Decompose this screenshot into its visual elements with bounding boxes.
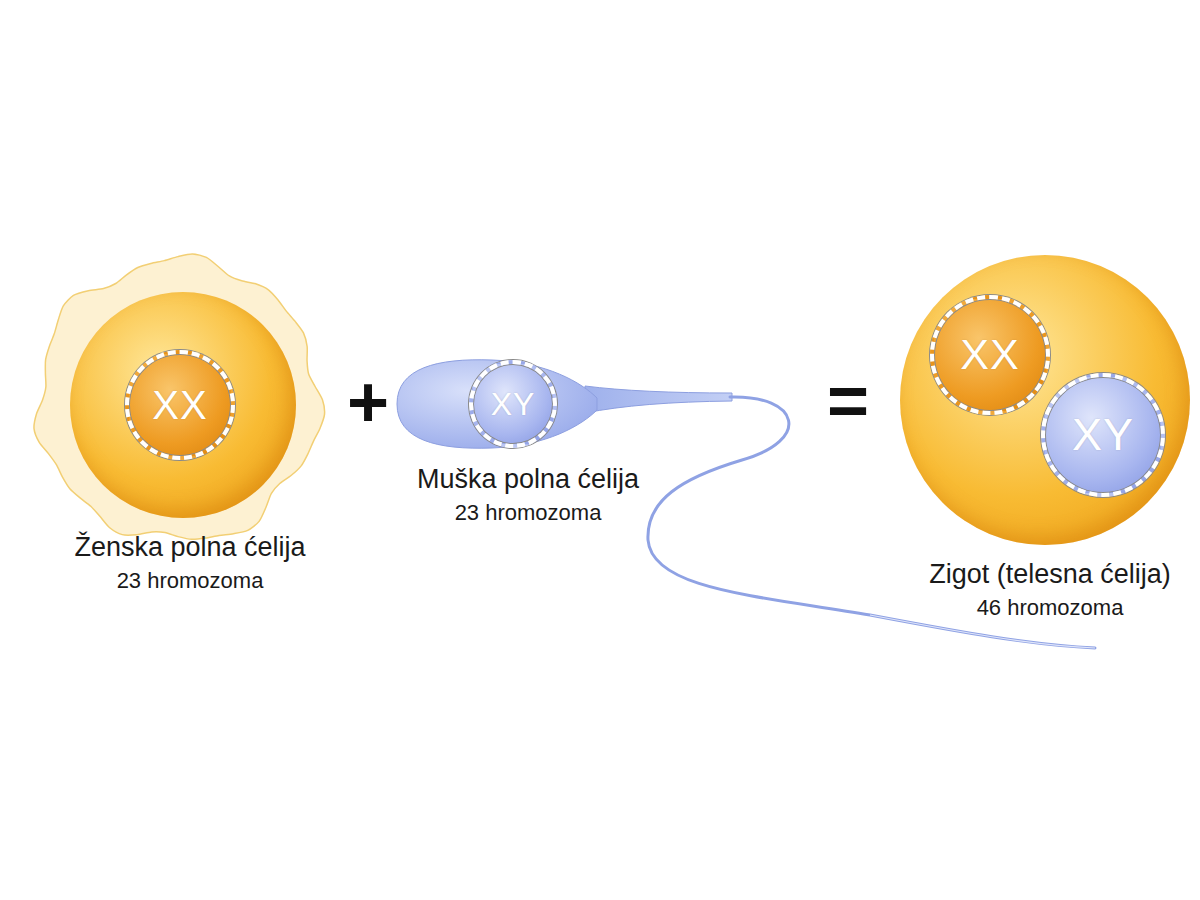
nucleus: XX <box>125 350 235 460</box>
chromosome-count: 46 hromozoma <box>977 595 1124 620</box>
nucleus: XY <box>1041 373 1165 497</box>
cell-name: Zigot (telesna ćelija) <box>929 559 1171 590</box>
chromosome-label: XY <box>1072 409 1134 461</box>
chromosome-label: XX <box>152 382 207 428</box>
chromosome-label: XX <box>960 330 1019 379</box>
chromosome-count: 23 hromozoma <box>117 568 264 593</box>
chromosome-label: XY <box>491 386 536 423</box>
cell-name: Muška polna ćelija <box>417 464 639 495</box>
egg-corona <box>34 254 325 539</box>
sperm-cell: Muška polna ćelija23 hromozomaXY <box>397 358 597 450</box>
zygote-cell: Zigot (telesna ćelija)46 hromozomaXXXY <box>900 255 1190 545</box>
egg-cell: Ženska polna ćelija23 hromozomaXX <box>70 292 296 518</box>
sperm-neck <box>585 386 732 413</box>
nucleus: XX <box>930 295 1050 415</box>
chromosome-count: 23 hromozoma <box>455 500 602 525</box>
nucleus: XY <box>469 360 557 448</box>
sperm-head-outline <box>397 360 597 448</box>
cell-name: Ženska polna ćelija <box>74 532 305 563</box>
plus-sign: + <box>347 366 389 438</box>
equals-sign: = <box>827 364 869 436</box>
